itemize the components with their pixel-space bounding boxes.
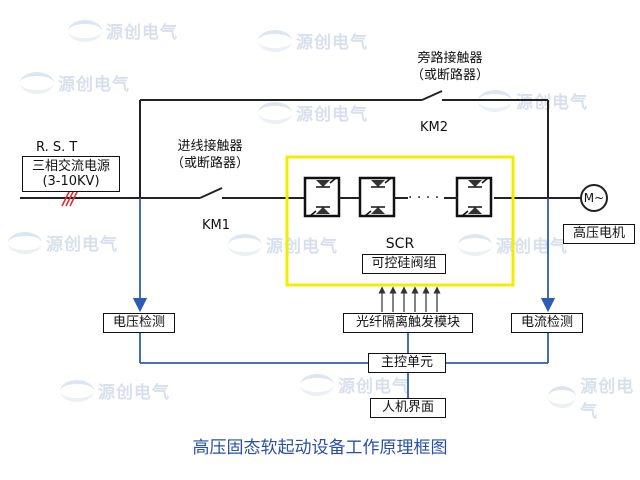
thyristor-pair-2	[358, 176, 396, 218]
km2-blade	[421, 90, 443, 101]
watermark: 源创电气	[8, 230, 118, 255]
watermark-logo-icon	[20, 71, 54, 94]
watermark: 源创电气	[548, 372, 640, 422]
watermark-logo-icon	[458, 233, 492, 256]
watermark: 源创电气	[20, 70, 130, 95]
motor-symbol: M~	[583, 191, 605, 205]
current-detect-box: 电流检测	[511, 313, 583, 333]
diagram-title: 高压固态软起动设备工作原理框图	[192, 438, 448, 458]
watermark: 源创电气	[258, 100, 368, 125]
scr-valve-box: 可控硅阀组	[362, 254, 446, 274]
watermark-logo-icon	[60, 379, 94, 402]
watermark-logo-icon	[300, 373, 334, 396]
incoming-contactor-line2: （或断路器）	[170, 156, 249, 171]
watermark-logo-icon	[228, 233, 262, 256]
hmi-box: 人机界面	[370, 398, 446, 418]
scr-label: SCR	[385, 236, 415, 252]
watermark-logo-icon	[258, 29, 292, 52]
watermark-logo-icon	[478, 89, 512, 112]
motor-label-box: 高压电机	[563, 224, 635, 244]
main-control-box: 主控单元	[368, 353, 446, 373]
power-source-name: 三相交流电源	[31, 159, 110, 174]
watermark-logo-icon	[258, 101, 292, 124]
watermark: 源创电气	[300, 372, 410, 397]
trigger-arrows	[378, 286, 441, 312]
scr-frame	[285, 155, 515, 287]
km1-label: KM1	[202, 218, 231, 233]
watermark-logo-icon	[548, 386, 577, 408]
bypass-contactor-line1: 旁路接触器	[417, 51, 483, 66]
phase-label: R. S. T	[36, 140, 78, 155]
thyristor-pair-1	[303, 176, 341, 218]
incoming-contactor-label: 进线接触器 （或断路器）	[150, 138, 270, 172]
power-source-voltage: (3-10KV)	[42, 174, 100, 189]
watermark-logo-icon	[8, 231, 42, 254]
watermark: 源创电气	[478, 88, 588, 113]
incoming-contactor-line1: 进线接触器	[177, 139, 243, 154]
watermark-logo-icon	[68, 19, 102, 42]
watermark: 源创电气	[60, 378, 170, 403]
bypass-contactor-label: 旁路接触器 （或断路器）	[390, 50, 510, 84]
thyristor-pair-3	[455, 176, 493, 218]
watermark: 源创电气	[68, 18, 178, 43]
watermark: 源创电气	[258, 28, 368, 53]
phase-ticks	[61, 189, 79, 207]
watermark: 源创电气	[228, 232, 338, 257]
voltage-detect-box: 电压检测	[103, 313, 175, 333]
power-source-box: 三相交流电源 (3-10KV)	[22, 156, 120, 192]
km1-blade	[199, 187, 223, 199]
scr-ellipsis: · · · ·	[408, 190, 440, 206]
bypass-contactor-line2: （或断路器）	[410, 68, 489, 83]
trigger-module-box: 光纤隔离触发模块	[343, 313, 473, 333]
motor-icon	[580, 184, 608, 212]
km2-label: KM2	[420, 120, 449, 135]
